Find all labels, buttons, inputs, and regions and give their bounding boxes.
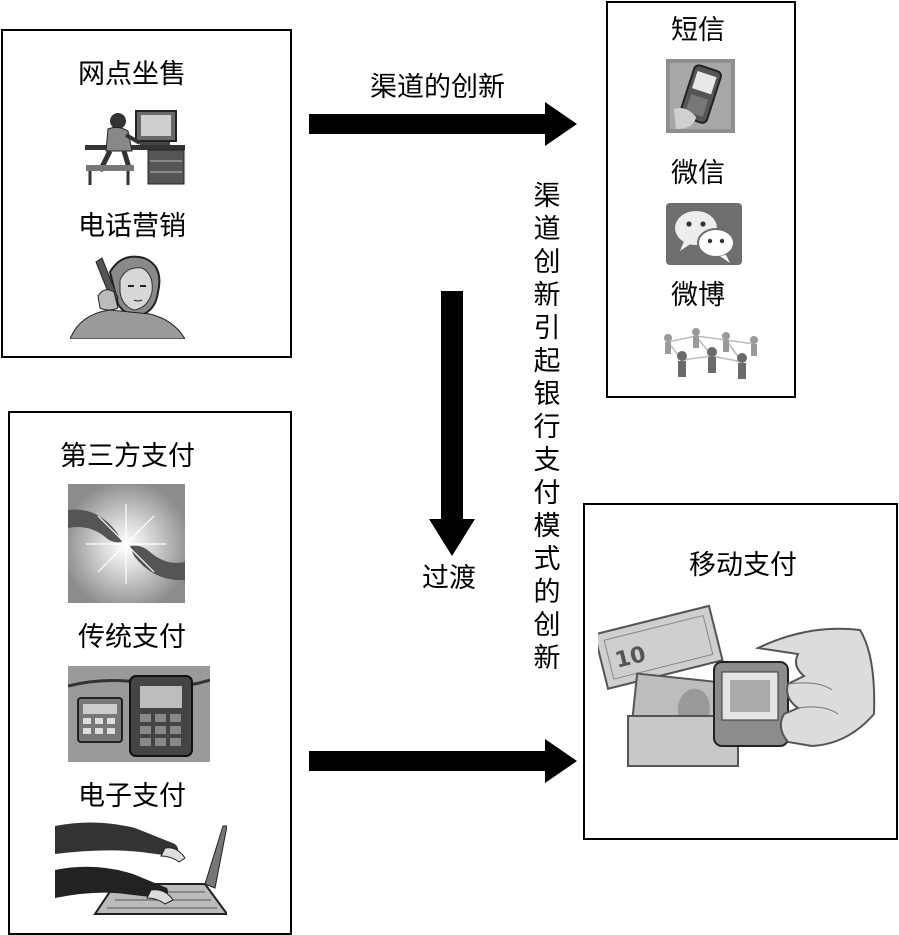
traditional-payment-label: 传统支付	[78, 622, 186, 653]
social-network-people-icon	[664, 328, 758, 379]
person-at-computer-icon	[85, 110, 185, 185]
mobile-phone-icon	[666, 59, 735, 133]
pos-terminal-icon	[68, 666, 210, 762]
person-on-phone-icon	[70, 255, 185, 339]
wechat-label: 微信	[671, 158, 725, 189]
new-channels-box	[606, 1, 796, 398]
handshake-light-icon	[68, 484, 185, 603]
right-arrow-icon	[309, 739, 577, 783]
mobile-payment-label: 移动支付	[689, 550, 797, 581]
telemarketing-label: 电话营销	[78, 211, 186, 242]
payment-innovation-vertical-label: 渠道创新引起银行支付模式的创新	[533, 181, 561, 674]
wechat-bubbles-icon	[666, 203, 742, 265]
sms-label: 短信	[671, 15, 725, 46]
third-party-payment-label: 第三方支付	[60, 441, 195, 472]
right-arrow-icon	[309, 102, 577, 146]
counter-sales-label: 网点坐售	[78, 59, 186, 90]
laptop-typing-icon	[55, 822, 227, 915]
down-arrow-icon	[429, 291, 475, 556]
phone-with-banknotes-icon: 10	[598, 604, 876, 767]
channel-innovation-label: 渠道的创新	[370, 72, 505, 103]
electronic-payment-label: 电子支付	[78, 781, 186, 812]
weibo-label: 微博	[671, 280, 725, 311]
transition-label: 过渡	[422, 563, 476, 594]
